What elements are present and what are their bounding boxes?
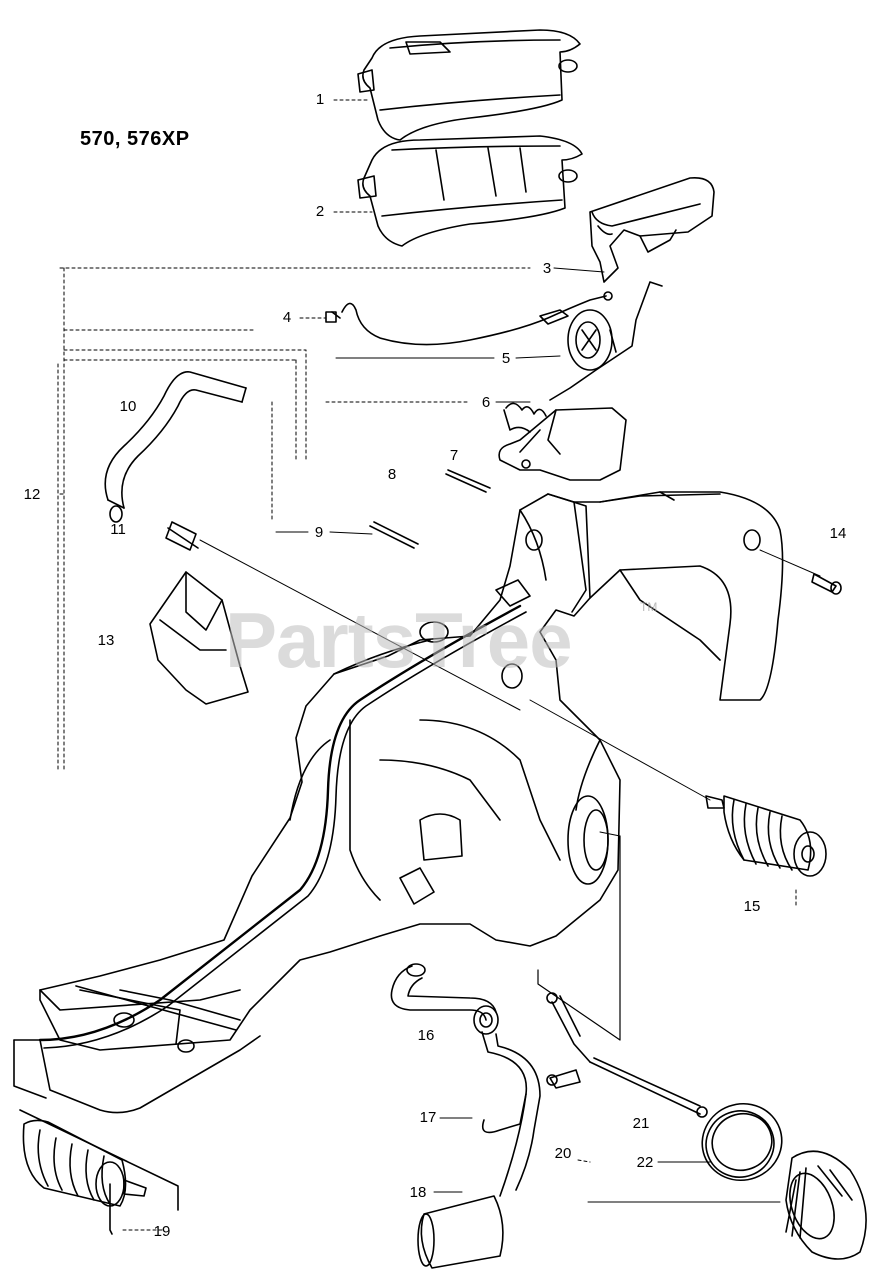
callout-19[interactable]: 19 — [153, 1223, 171, 1240]
part-13-intake-baffle — [149, 571, 249, 705]
callout-5[interactable]: 5 — [501, 350, 511, 367]
part-18-fuel-filter — [417, 1195, 504, 1269]
callout-1[interactable]: 1 — [315, 91, 325, 108]
callout-13[interactable]: 13 — [97, 632, 115, 649]
part-7-pin — [445, 469, 491, 493]
callout-18[interactable]: 18 — [409, 1184, 427, 1201]
leader-lines — [57, 99, 797, 1231]
part-9-pin — [369, 521, 419, 549]
part-5-throttle-wheel — [567, 309, 617, 371]
callout-15[interactable]: 15 — [743, 898, 761, 915]
watermark: PartsTree — [225, 596, 573, 684]
model-title: 570, 576XP — [80, 128, 190, 150]
callout-21[interactable]: 21 — [632, 1115, 650, 1132]
callout-12[interactable]: 12 — [23, 486, 41, 503]
callout-20[interactable]: 20 — [554, 1145, 572, 1162]
callout-10[interactable]: 10 — [119, 398, 137, 415]
callout-2[interactable]: 2 — [315, 203, 325, 220]
part-2-handle-cover-lower — [357, 135, 583, 247]
callout-16[interactable]: 16 — [417, 1027, 435, 1044]
group-brackets — [537, 831, 781, 1203]
part-1-handle-cover — [357, 29, 581, 141]
callout-14[interactable]: 14 — [829, 525, 847, 542]
callout-6[interactable]: 6 — [481, 394, 491, 411]
callout-3[interactable]: 3 — [542, 260, 552, 277]
part-11-hose-nipple — [165, 521, 521, 711]
callout-7[interactable]: 7 — [449, 447, 459, 464]
part-16-fuel-hose — [390, 963, 499, 1035]
callout-17[interactable]: 17 — [419, 1109, 437, 1126]
callout-11[interactable]: 11 — [110, 521, 126, 538]
callout-8[interactable]: 8 — [387, 466, 397, 483]
leader-lines-solid — [275, 267, 711, 1193]
part-6-throttle-lockout — [498, 281, 663, 481]
part-17-fuel-pickup-line — [481, 1031, 541, 1197]
part-19-av-spring-front — [19, 1109, 179, 1235]
part-20-cap — [785, 1150, 867, 1260]
part-14-screw — [759, 549, 842, 595]
callout-4[interactable]: 4 — [282, 309, 292, 326]
watermark-trademark: TM — [640, 600, 658, 614]
part-15-av-spring — [529, 699, 827, 877]
part-10-vent-hose — [104, 371, 247, 523]
part-21-rod — [546, 992, 708, 1118]
part-3-throttle-trigger — [589, 176, 715, 283]
callout-22[interactable]: 22 — [636, 1154, 654, 1171]
part-4-5-throttle-cable — [325, 291, 613, 346]
callout-9[interactable]: 9 — [314, 524, 324, 541]
part-22-gasket — [701, 1102, 783, 1182]
main-housing — [13, 491, 784, 1114]
